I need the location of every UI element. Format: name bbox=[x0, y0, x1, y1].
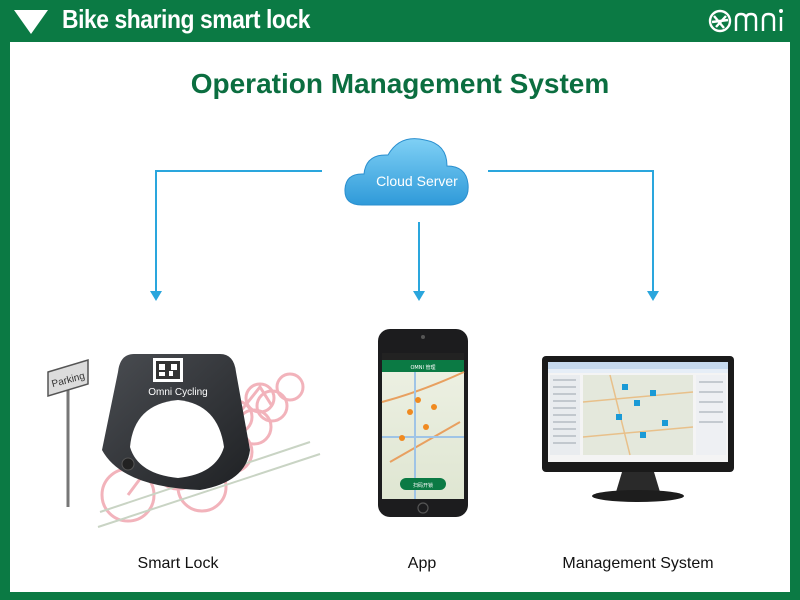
omni-logo bbox=[708, 9, 783, 33]
connector-left bbox=[155, 170, 322, 295]
cloud-label: Cloud Server bbox=[376, 173, 458, 189]
monitor-illustration bbox=[542, 356, 734, 502]
arrowhead-right bbox=[647, 291, 659, 301]
content-panel: Operation Management System bbox=[10, 42, 790, 592]
arrowhead-left bbox=[150, 291, 162, 301]
connector-right bbox=[488, 170, 654, 295]
cloud-icon bbox=[344, 138, 469, 206]
arrowhead-center bbox=[413, 291, 425, 301]
header-title: Bike sharing smart lock bbox=[62, 4, 311, 34]
connectors bbox=[155, 170, 654, 295]
phone-unlock-button: 扫码开锁 bbox=[413, 482, 433, 489]
smart-lock-illustration: Parking Omni Cycling bbox=[47, 354, 321, 528]
parking-sign bbox=[47, 358, 89, 507]
header-bar: Bike sharing smart lock bbox=[0, 0, 800, 42]
diagram-canvas: Cloud Server bbox=[47, 138, 734, 528]
lock-brand-text: Omni Cycling bbox=[148, 387, 207, 398]
smart-lock-device bbox=[102, 354, 250, 490]
caption-smart-lock: Smart Lock bbox=[137, 555, 219, 572]
phone-illustration bbox=[378, 329, 468, 517]
triangle-down-icon bbox=[14, 10, 48, 34]
diagram-title: Operation Management System bbox=[190, 68, 610, 99]
caption-app: App bbox=[407, 555, 437, 572]
phone-header-text: OMNI 管理 bbox=[410, 364, 435, 371]
caption-management-system: Management System bbox=[562, 555, 714, 572]
